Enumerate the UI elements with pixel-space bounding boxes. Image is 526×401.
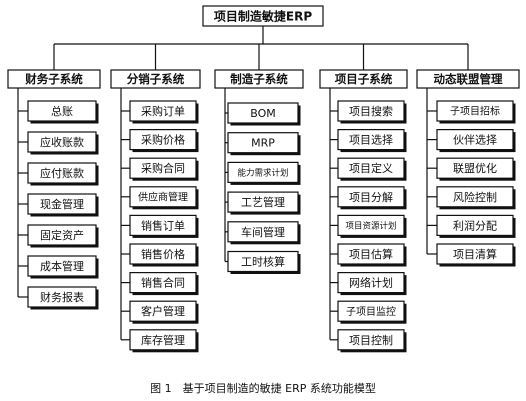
- module-4-1: 项目搜索: [337, 100, 407, 124]
- module-2-4-label: 供应商管理: [138, 190, 188, 203]
- module-1-7-label: 财务报表: [40, 290, 84, 304]
- module-3-6: 工时核算: [227, 250, 301, 274]
- module-1-5-label: 固定资产: [40, 228, 84, 242]
- subsystem-2-label: 分销子系统: [127, 72, 185, 86]
- module-4-6: 项目估算: [337, 243, 407, 267]
- module-4-5-label: 项目资源计划: [345, 220, 396, 231]
- module-1-5: 固定资产: [27, 224, 99, 248]
- module-2-3-label: 采购合同: [141, 161, 185, 175]
- module-4-3-label: 项目定义: [349, 161, 393, 175]
- module-3-2: MRP: [227, 132, 301, 156]
- module-3-1-label: BOM: [250, 107, 276, 120]
- module-4-9: 项目控制: [337, 329, 407, 353]
- module-4-5: 项目资源计划: [337, 214, 407, 238]
- module-2-1: 采购订单: [129, 100, 199, 124]
- module-2-5: 销售订单: [129, 214, 199, 238]
- module-4-7: 网络计划: [337, 272, 407, 296]
- subsystem-3-label: 制造子系统: [230, 72, 288, 86]
- module-4-2: 项目选择: [337, 129, 407, 153]
- module-5-6-label: 项目清算: [453, 247, 497, 261]
- module-5-3: 联盟优化: [436, 157, 516, 181]
- module-1-6-label: 成本管理: [40, 259, 84, 273]
- subsystem-1-label: 财务子系统: [24, 72, 83, 86]
- module-5-6: 项目清算: [436, 243, 516, 267]
- module-4-4: 项目分解: [337, 186, 407, 210]
- module-3-3-label: 能力需求计划: [237, 167, 288, 178]
- module-1-1-label: 总账: [51, 104, 73, 118]
- module-2-9-label: 库存管理: [141, 333, 185, 347]
- module-2-2: 采购价格: [129, 129, 199, 153]
- module-5-2-label: 伙伴选择: [453, 133, 497, 147]
- module-5-4: 风险控制: [436, 186, 516, 210]
- module-2-1-label: 采购订单: [141, 104, 185, 118]
- module-3-4-label: 工艺管理: [241, 195, 285, 209]
- module-2-7-label: 销售合同: [141, 276, 185, 290]
- module-3-3: 能力需求计划: [227, 161, 301, 185]
- module-2-8-label: 客户管理: [141, 304, 185, 318]
- module-1-3-label: 应付账款: [40, 166, 84, 180]
- module-4-3: 项目定义: [337, 157, 407, 181]
- module-1-3: 应付账款: [27, 162, 99, 186]
- module-5-5: 利润分配: [436, 214, 516, 238]
- module-3-5: 车间管理: [227, 221, 301, 245]
- root-node: 项目制造敏捷ERP: [202, 5, 324, 27]
- module-4-6-label: 项目估算: [349, 247, 393, 261]
- module-1-2-label: 应收账款: [40, 135, 84, 149]
- subsystem-2: 分销子系统: [110, 69, 201, 89]
- module-4-8: 子项目监控: [337, 300, 407, 324]
- module-3-4: 工艺管理: [227, 191, 301, 215]
- module-2-6-label: 销售价格: [141, 247, 185, 261]
- module-5-5-label: 利润分配: [453, 218, 497, 232]
- module-4-1-label: 项目搜索: [349, 104, 393, 118]
- module-3-6-label: 工时核算: [241, 254, 285, 268]
- module-5-2: 伙伴选择: [436, 129, 516, 153]
- module-2-7: 销售合同: [129, 272, 199, 296]
- module-1-4: 现金管理: [27, 193, 99, 217]
- module-2-5-label: 销售订单: [141, 218, 185, 232]
- module-3-5-label: 车间管理: [241, 225, 285, 239]
- module-1-4-label: 现金管理: [40, 197, 84, 211]
- module-1-1: 总账: [27, 100, 99, 124]
- module-4-7-label: 网络计划: [349, 276, 393, 290]
- module-4-2-label: 项目选择: [349, 133, 393, 147]
- subsystem-4: 项目子系统: [319, 69, 408, 89]
- subsystem-3: 制造子系统: [214, 69, 304, 89]
- module-3-1: BOM: [227, 102, 301, 126]
- module-2-6: 销售价格: [129, 243, 199, 267]
- figure-caption: 图 1 基于项目制造的敏捷 ERP 系统功能模型: [150, 382, 376, 395]
- module-3-2-label: MRP: [251, 137, 275, 150]
- module-5-1: 子项目招标: [436, 100, 516, 124]
- connector-lines: [17, 26, 469, 341]
- module-1-2: 应收账款: [27, 131, 99, 155]
- module-2-3: 采购合同: [129, 157, 199, 181]
- module-4-4-label: 项目分解: [349, 190, 393, 204]
- module-1-6: 成本管理: [27, 255, 99, 279]
- module-2-8: 客户管理: [129, 300, 199, 324]
- module-2-9: 库存管理: [129, 329, 199, 353]
- module-4-8-label: 子项目监控: [346, 305, 396, 318]
- subsystem-5: 动态联盟管理: [416, 69, 520, 89]
- module-5-3-label: 联盟优化: [453, 161, 497, 175]
- module-1-7: 财务报表: [27, 286, 99, 310]
- module-4-9-label: 项目控制: [349, 333, 393, 347]
- module-2-2-label: 采购价格: [141, 133, 185, 147]
- subsystem-1: 财务子系统: [7, 69, 101, 89]
- subsystem-5-label: 动态联盟管理: [434, 72, 503, 86]
- module-5-4-label: 风险控制: [453, 190, 497, 204]
- root-node-label: 项目制造敏捷ERP: [214, 8, 312, 23]
- module-5-1-label: 子项目招标: [450, 105, 500, 118]
- module-2-4: 供应商管理: [129, 186, 199, 210]
- subsystem-4-label: 项目子系统: [335, 72, 393, 86]
